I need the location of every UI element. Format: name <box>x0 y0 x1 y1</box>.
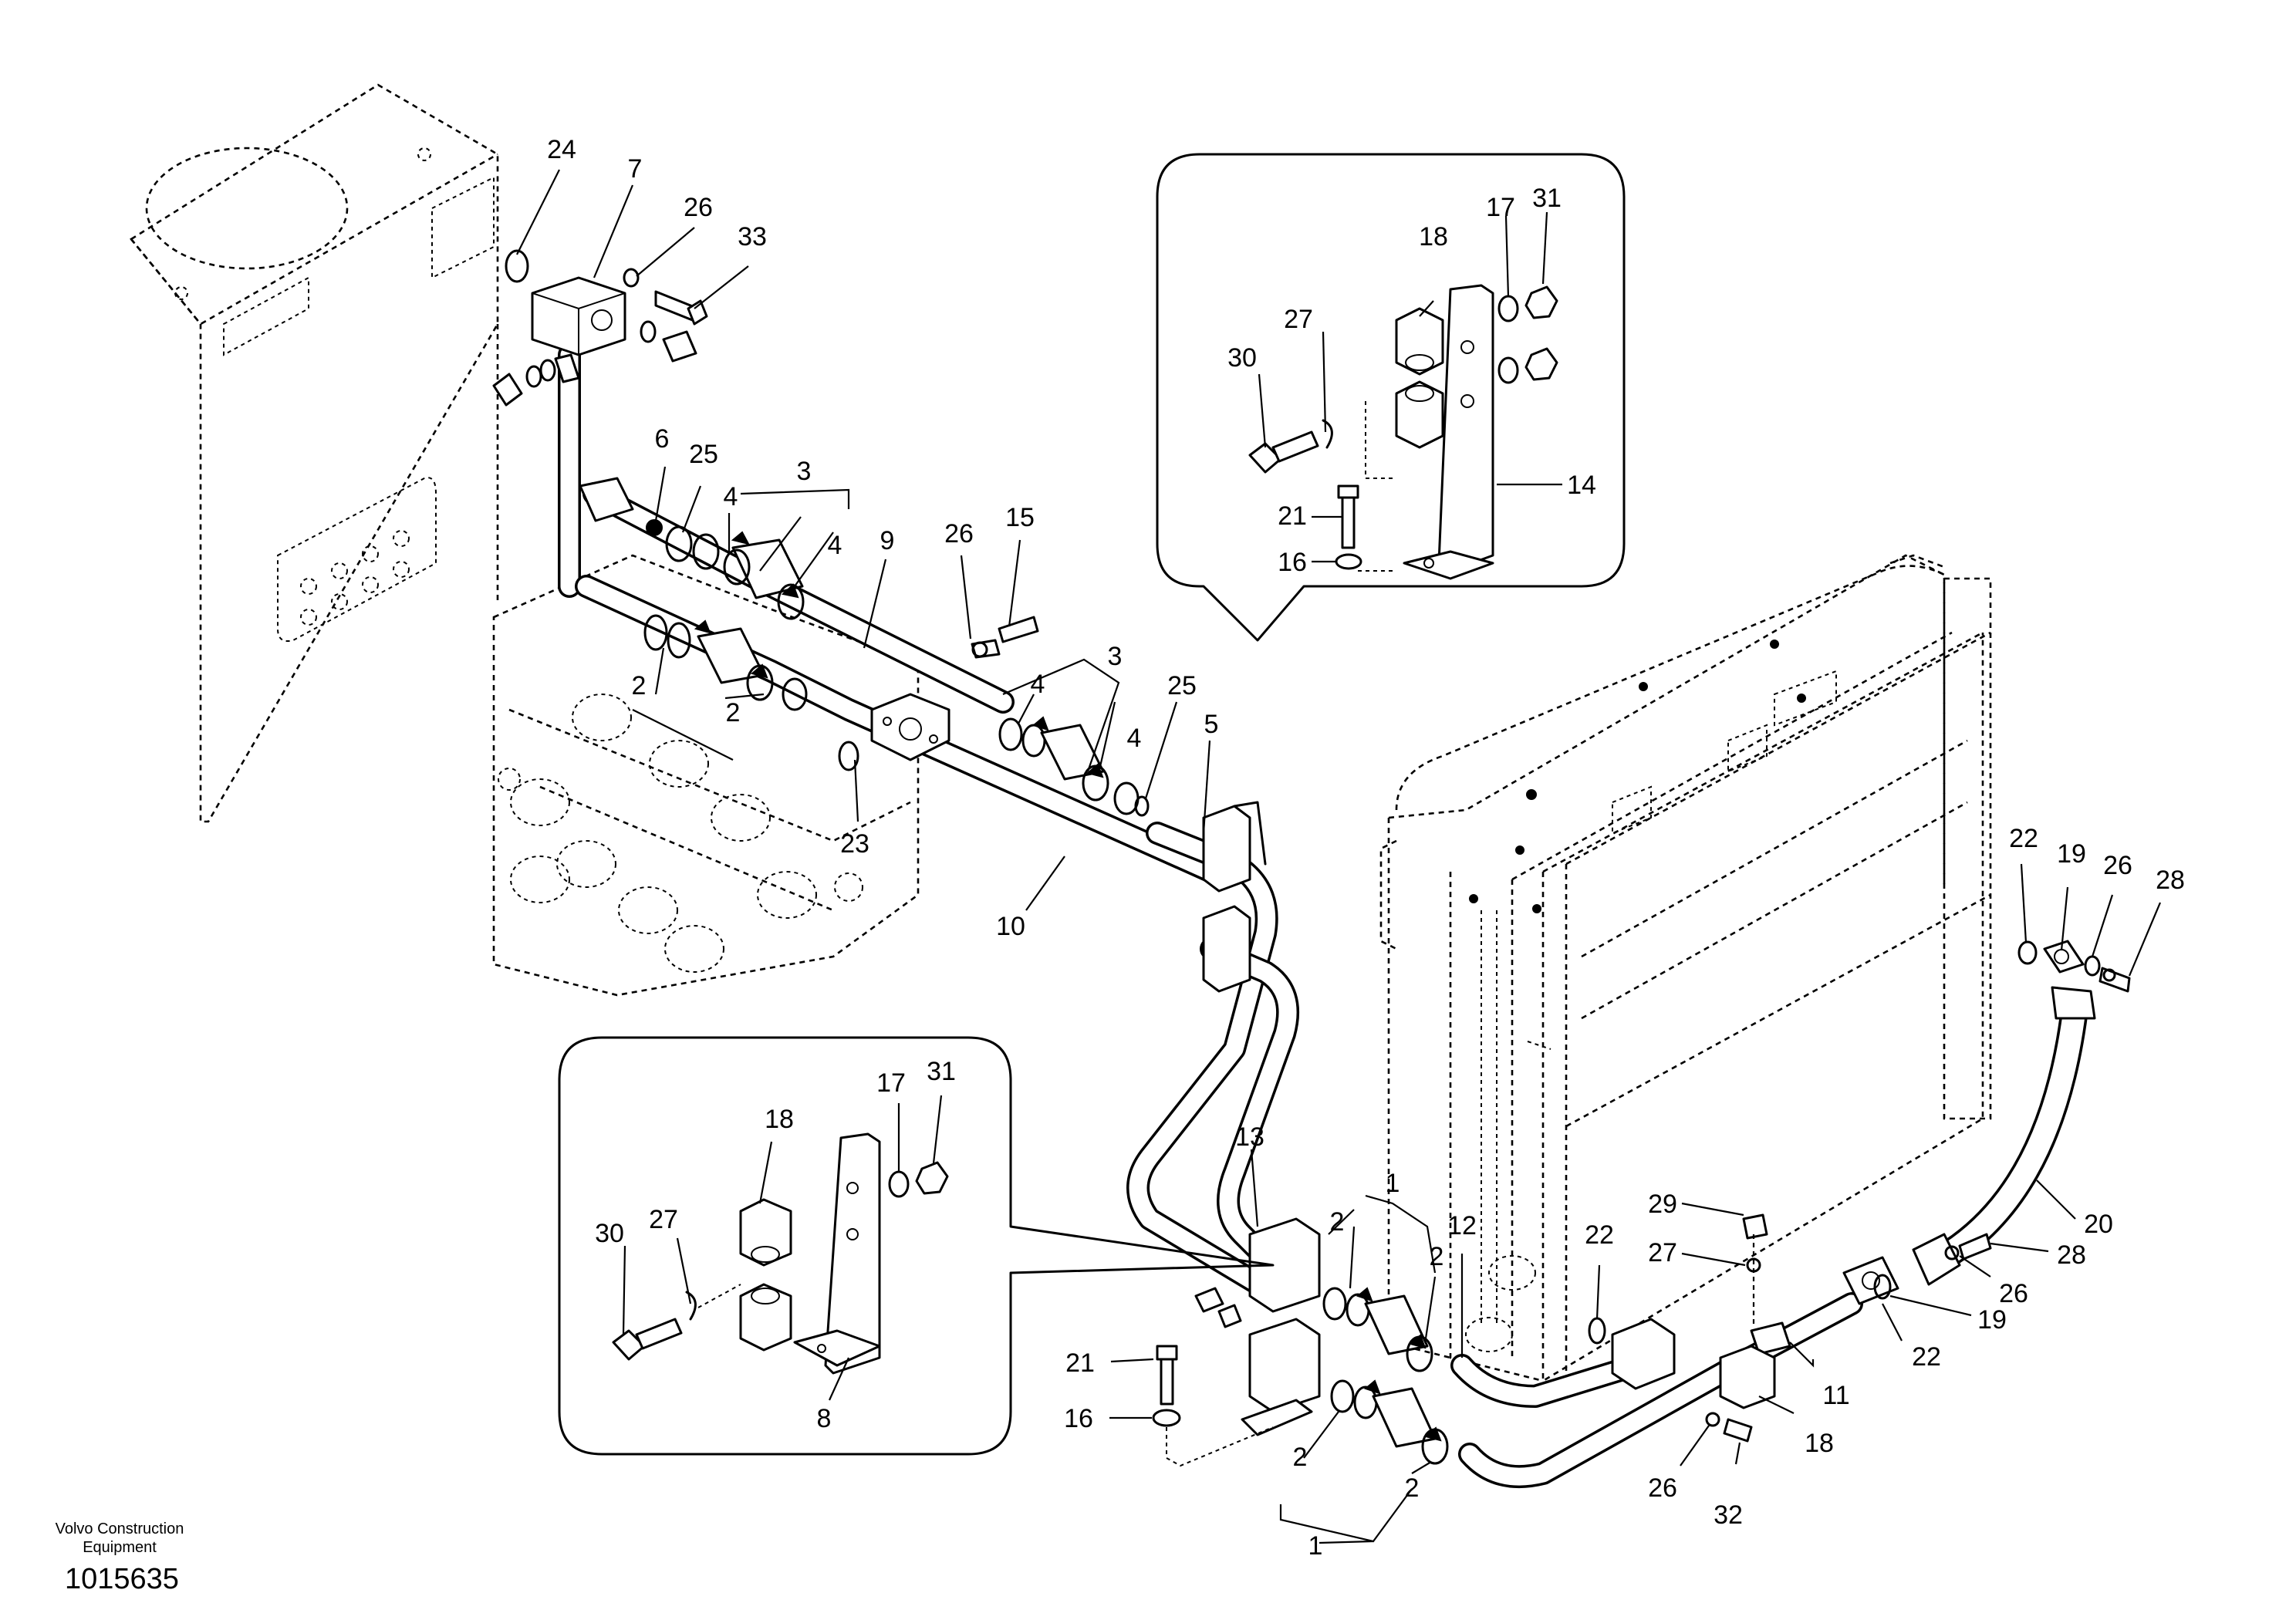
inset-bottom-callout-31: 31 <box>927 1057 956 1086</box>
manufacturer-label: Volvo Construction Equipment <box>55 1520 184 1556</box>
callout-21-bottom: 21 <box>1065 1348 1095 1378</box>
callout-28-top: 28 <box>2156 866 2185 895</box>
inset-bottom-callout-30: 30 <box>595 1219 624 1248</box>
callout-2-c: 2 <box>1330 1207 1345 1237</box>
callout-6: 6 <box>655 424 670 454</box>
callout-4-b: 4 <box>828 531 842 560</box>
inset-top-callout-14: 14 <box>1567 471 1596 500</box>
callout-1-top: 1 <box>1386 1169 1400 1198</box>
callout-18-bottom: 18 <box>1805 1429 1834 1458</box>
callout-16-bottom: 16 <box>1064 1404 1093 1433</box>
oil-cooler <box>1379 554 1992 1383</box>
fittings-right-bottom <box>1705 1213 1992 1443</box>
callout-22-right: 22 <box>2009 824 2038 853</box>
leader-lines <box>516 169 2162 1544</box>
fittings-right-top <box>2017 940 2131 993</box>
callout-13: 13 <box>1235 1122 1264 1152</box>
clamp-lower <box>1194 1217 1321 1436</box>
callout-22-bottom: 22 <box>1912 1342 1941 1372</box>
callout-26-right: 26 <box>2103 851 2132 880</box>
document-number: 1015635 <box>65 1563 179 1595</box>
callout-3-mid: 3 <box>1108 642 1123 671</box>
coupling-bottom <box>1322 1287 1449 1465</box>
callout-29: 29 <box>1648 1190 1677 1219</box>
callout-4-d: 4 <box>1127 724 1142 753</box>
inset-top <box>1156 153 1626 642</box>
control-valve <box>492 554 920 997</box>
callout-26-bottom: 26 <box>1648 1473 1677 1503</box>
callout-15: 15 <box>1005 503 1035 532</box>
callout-26-mid: 26 <box>944 519 974 548</box>
callout-20: 20 <box>2084 1210 2113 1239</box>
callout-25-mid: 25 <box>1167 671 1197 700</box>
callout-labels: 24 7 26 33 6 25 4 3 4 9 26 15 2 2 23 4 3… <box>547 135 2185 1561</box>
callout-4-a: 4 <box>724 482 738 511</box>
callout-26-bottom-right: 26 <box>1999 1279 2028 1308</box>
inset-top-callout-16: 16 <box>1278 548 1307 577</box>
inset-bottom-callout-8: 8 <box>817 1404 832 1433</box>
coupling-lower-left <box>643 614 808 711</box>
clamp-cooler <box>1588 1317 1676 1390</box>
callout-27-bottom: 27 <box>1648 1238 1677 1267</box>
callout-32: 32 <box>1714 1500 1743 1530</box>
clamp-upper <box>1202 801 1267 993</box>
callout-2-d: 2 <box>1430 1242 1444 1271</box>
callout-33: 33 <box>738 222 767 251</box>
callout-10: 10 <box>996 912 1025 941</box>
callout-2-e: 2 <box>1293 1443 1308 1472</box>
callout-9: 9 <box>880 526 895 555</box>
hydraulic-tank <box>130 83 499 823</box>
bolt-21-bottom <box>1152 1345 1274 1467</box>
callout-2-a: 2 <box>632 671 647 700</box>
callout-5: 5 <box>1204 710 1219 739</box>
inset-top-callout-27: 27 <box>1284 305 1313 334</box>
callout-23: 23 <box>840 829 869 859</box>
callout-26-top: 26 <box>684 193 713 222</box>
coupling-upper-left <box>579 477 805 620</box>
inset-top-callout-18: 18 <box>1419 222 1448 251</box>
inset-bottom-callout-17: 17 <box>876 1068 906 1098</box>
callout-1-bottom: 1 <box>1308 1531 1323 1561</box>
callout-11: 11 <box>1822 1381 1849 1410</box>
callout-2-b: 2 <box>726 698 741 727</box>
callout-4-c: 4 <box>1031 670 1045 699</box>
clamp-18-bottom <box>1719 1345 1776 1409</box>
callout-12: 12 <box>1447 1211 1477 1240</box>
tank-flange-block <box>492 249 708 407</box>
inset-top-callout-21: 21 <box>1278 501 1307 531</box>
flange-9 <box>870 616 1039 761</box>
callout-19-top: 19 <box>2057 839 2086 869</box>
inset-bottom <box>558 1036 1275 1456</box>
inset-top-callout-31: 31 <box>1532 184 1562 213</box>
callout-2-f: 2 <box>1405 1473 1420 1503</box>
callout-28-bottom: 28 <box>2057 1240 2086 1270</box>
inset-bottom-callout-18: 18 <box>765 1105 794 1134</box>
callout-24: 24 <box>547 135 576 164</box>
coupling-middle <box>838 716 1150 817</box>
inset-top-callout-30: 30 <box>1227 343 1257 373</box>
callout-3-left: 3 <box>797 457 812 486</box>
callout-7: 7 <box>628 154 643 184</box>
callout-25-left: 25 <box>689 440 718 469</box>
callout-19-bottom: 19 <box>1977 1305 2007 1335</box>
callout-22-mid: 22 <box>1585 1220 1614 1250</box>
inset-top-callout-17: 17 <box>1486 193 1515 222</box>
inset-bottom-callout-27: 27 <box>649 1205 678 1234</box>
